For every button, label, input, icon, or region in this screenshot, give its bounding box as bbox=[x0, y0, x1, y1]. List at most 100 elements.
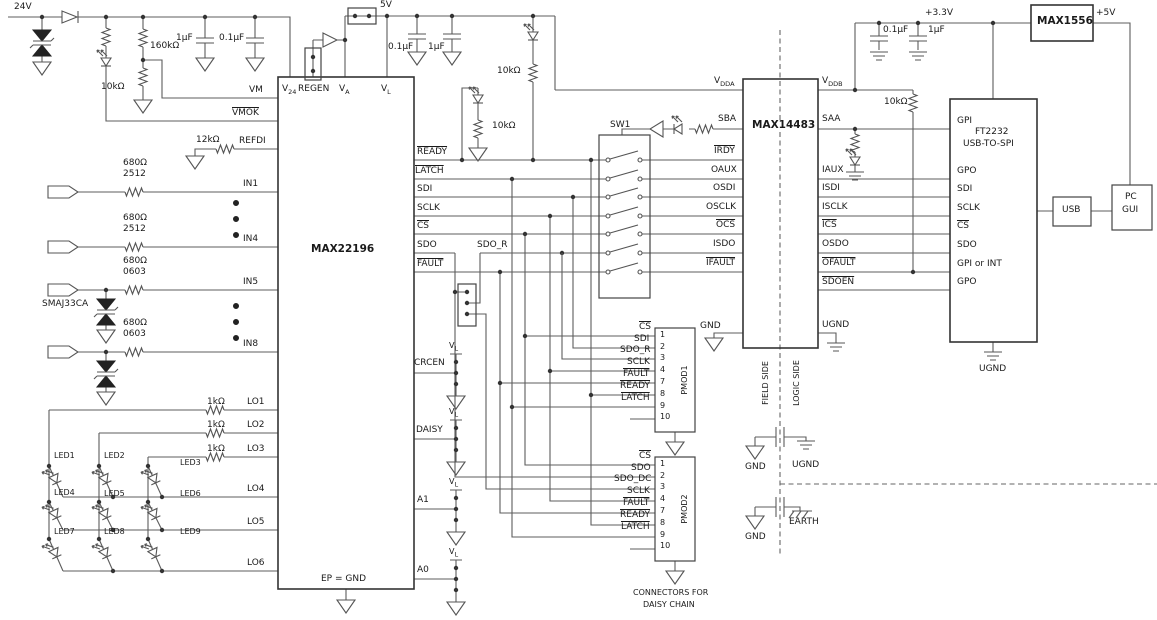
label-10k-1: 10kΩ bbox=[101, 82, 125, 92]
pin-va-sub: A bbox=[345, 87, 350, 96]
label-r680-2: 680Ω bbox=[123, 213, 148, 223]
label-sdo-r: SDO_R bbox=[477, 240, 508, 250]
pin-ft-sclk: SCLK bbox=[957, 203, 980, 213]
label-2512-1: 2512 bbox=[123, 169, 146, 179]
ready-indicator-led bbox=[468, 86, 484, 104]
pin-lo6: LO6 bbox=[247, 558, 265, 568]
pin-vdda-v: V bbox=[714, 76, 721, 86]
pin-vdda-sub: DDA bbox=[720, 79, 735, 88]
label-vl-2: VL bbox=[449, 407, 458, 420]
label-field-side: FIELD SIDE bbox=[761, 361, 770, 405]
label-vl-1-sub: L bbox=[454, 344, 459, 353]
pmod2-name: PMOD2 bbox=[680, 494, 689, 524]
label-5v: 5V bbox=[380, 0, 392, 10]
pin-isdi: ISDI bbox=[822, 183, 840, 193]
label-gnd-iso1: GND bbox=[745, 462, 766, 472]
pin-in5: IN5 bbox=[243, 277, 259, 287]
label-gnd-iso2: GND bbox=[745, 532, 766, 542]
label-led9: LED9 bbox=[180, 527, 201, 536]
chip-name-ft2232: FT2232 bbox=[975, 127, 1009, 137]
label-0603-2: 0603 bbox=[123, 329, 146, 339]
pmod2-pin2: 2 bbox=[660, 471, 666, 480]
pin-osdi: OSDI bbox=[713, 183, 736, 193]
pin-isclk: ISCLK bbox=[822, 202, 848, 212]
max1556-body bbox=[1030, 4, 1094, 42]
label-earth: EARTH bbox=[789, 517, 819, 527]
label-1k-3: 1kΩ bbox=[207, 444, 225, 454]
pin-ft-sdo: SDO bbox=[957, 240, 977, 250]
pin-saa: SAA bbox=[822, 114, 841, 124]
label-160k: 160kΩ bbox=[150, 41, 180, 51]
label-gui: GUI bbox=[1122, 205, 1139, 215]
label-3v3: +3.3V bbox=[925, 8, 954, 18]
pin-gpi: GPI bbox=[957, 116, 973, 126]
pin-ft-cs: CS bbox=[957, 221, 969, 231]
label-r680-1: 680Ω bbox=[123, 158, 148, 168]
pin-vdda: VDDA bbox=[714, 76, 735, 89]
chip-sub-ft2232: USB-TO-SPI bbox=[963, 139, 1014, 149]
pin-a0: A0 bbox=[417, 565, 429, 575]
pin-in1: IN1 bbox=[243, 179, 259, 189]
pin-fault: FAULT bbox=[417, 259, 444, 269]
pmod2-pin7: 7 bbox=[660, 506, 666, 515]
label-10k-2: 10kΩ bbox=[497, 66, 521, 76]
label-5vp: +5V bbox=[1096, 8, 1116, 18]
pmod2-pin1: 1 bbox=[660, 459, 666, 468]
pin-sdoen: SDOEN bbox=[822, 277, 855, 287]
pin-vddb-sub: DDB bbox=[828, 79, 843, 88]
label-r680-4: 680Ω bbox=[123, 318, 148, 328]
pmod1-body bbox=[654, 327, 696, 433]
pmod1-latch: LATCH bbox=[621, 393, 650, 403]
pin-lo4: LO4 bbox=[247, 484, 265, 494]
label-led3: LED3 bbox=[180, 458, 201, 467]
pmod1-pin7: 7 bbox=[660, 377, 666, 386]
label-logic-side: LOGIC SIDE bbox=[792, 360, 801, 406]
pin-sdo: SDO bbox=[417, 240, 437, 250]
pin-a1: A1 bbox=[417, 495, 429, 505]
sw1-switches[interactable] bbox=[605, 150, 643, 275]
5v-jumper bbox=[347, 7, 377, 25]
pin-v24: V24 bbox=[282, 84, 296, 97]
max22196-body bbox=[277, 76, 415, 590]
pin-refdi: REFDI bbox=[239, 136, 266, 146]
pin-ft-sdi: SDI bbox=[957, 184, 973, 194]
pin-gpi-int: GPI or INT bbox=[957, 259, 1002, 269]
label-24v: 24V bbox=[14, 2, 32, 12]
pmod2-body bbox=[654, 456, 696, 562]
pmod2-pin10: 10 bbox=[660, 541, 671, 550]
pmod2-pin8: 8 bbox=[660, 518, 666, 527]
label-led5: LED5 bbox=[104, 489, 125, 498]
label-vl-3-v: V bbox=[449, 477, 455, 486]
pin-lo2: LO2 bbox=[247, 420, 265, 430]
label-ep-gnd: EP = GND bbox=[321, 574, 367, 584]
saa-led bbox=[845, 148, 861, 166]
label-led7: LED7 bbox=[54, 527, 75, 536]
label-ugnd-iso1: UGND bbox=[792, 460, 820, 470]
label-led4: LED4 bbox=[54, 488, 75, 497]
label-10k-3: 10kΩ bbox=[492, 121, 516, 131]
pin-oaux: OAUX bbox=[711, 165, 737, 175]
tvs-in5 bbox=[93, 298, 119, 326]
sba-buffer bbox=[648, 120, 664, 138]
chip-name-max22196: MAX22196 bbox=[311, 243, 375, 255]
pmod1-fault: FAULT bbox=[623, 369, 650, 379]
junction-dots bbox=[39, 13, 996, 593]
label-vl-4: VL bbox=[449, 547, 458, 560]
label-ugnd-ft: UGND bbox=[979, 364, 1007, 374]
pin-cs: CS bbox=[417, 221, 429, 231]
pin-vm: VM bbox=[249, 85, 263, 95]
pmod2-sdodc: SDO_DC bbox=[614, 474, 652, 484]
pin-lo5: LO5 bbox=[247, 517, 265, 527]
power-led bbox=[96, 49, 112, 67]
pin-vl-v: V bbox=[381, 84, 388, 94]
label-vl-2-sub: L bbox=[454, 410, 459, 419]
pin-va: VA bbox=[339, 84, 350, 97]
label-vl-3-sub: L bbox=[454, 480, 459, 489]
label-1k-1: 1kΩ bbox=[207, 397, 225, 407]
tvs-in8 bbox=[93, 360, 119, 388]
regen-buffer bbox=[322, 32, 339, 48]
pin-ocs: OCS bbox=[716, 220, 736, 230]
pmod1-cs: CS bbox=[639, 322, 651, 332]
pin-sclk: SCLK bbox=[417, 203, 440, 213]
tvs-24v bbox=[29, 29, 55, 57]
